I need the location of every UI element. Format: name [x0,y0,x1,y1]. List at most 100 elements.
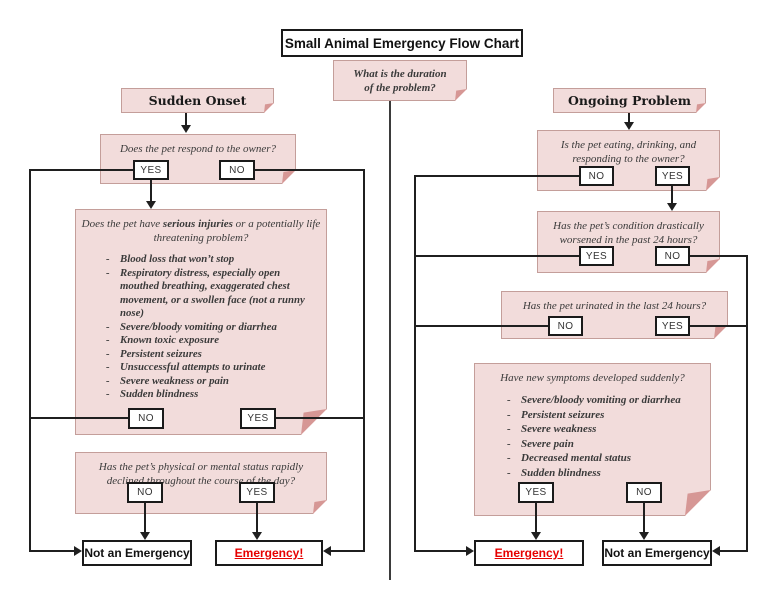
left-not-emergency-box: Not an Emergency [82,540,192,566]
list-item: -Severe weakness [507,423,597,435]
right-q2-no-box: NO [655,246,690,266]
connector [688,325,748,327]
list-item: -Sudden blindness [106,388,199,400]
list-item: -Blood loss that won’t stop [106,253,235,265]
connector [414,550,466,552]
duration-note-text: What is the duration of the problem? [353,68,447,94]
page-title: Small Animal Emergency Flow Chart [281,29,523,57]
arrowhead [531,532,541,540]
left-emergency-box: Emergency! [215,540,323,566]
right-q3-no-box: NO [548,316,583,336]
connector [185,113,187,125]
list-item: -Persistent seizures [106,347,202,360]
folded-corner [282,170,296,184]
right-symptoms-list: -Severe/bloody vomiting or diarrhea -Per… [475,393,710,480]
connector [330,550,365,552]
left-q1-text: Does the pet respond to the owner? [119,143,276,155]
list-item: -Persistent seizures [507,408,605,421]
connector-left-rail [414,175,416,552]
list-item: -Respiratory distress, especially open m… [106,266,305,320]
left-q1-no-box: NO [219,160,255,180]
folded-corner [685,490,711,516]
connector [643,503,645,532]
right-symptoms-title: Have new symptoms developed suddenly? [500,372,685,384]
right-q1-yes-box: YES [655,166,690,186]
right-q1-text: Is the pet eating, drinking, and respond… [560,139,697,165]
arrowhead [140,532,150,540]
left-q3-text: Has the pet’s physical or mental status … [98,461,304,487]
right-not-emergency-box: Not an Emergency [602,540,712,566]
folded-corner [706,259,720,273]
connector [688,255,748,257]
left-q3-no-box: NO [127,482,163,503]
right-q1-box: Is the pet eating, drinking, and respond… [537,130,720,191]
arrowhead [667,203,677,211]
column-divider [389,101,391,580]
ongoing-problem-header: Ongoing Problem [553,88,706,113]
arrowhead [466,546,474,556]
list-item: -Severe/bloody vomiting or diarrhea [507,394,681,406]
connector [414,325,550,327]
connector [414,175,580,177]
left-injuries-box: Does the pet have serious injuries or a … [75,209,327,435]
right-symptoms-no-box: NO [626,482,662,503]
right-emergency-box: Emergency! [474,540,584,566]
right-q3-text: Has the pet urinated in the last 24 hour… [522,300,707,312]
left-injuries-yes-box: YES [240,408,276,429]
arrowhead [712,546,720,556]
connector [535,503,537,532]
list-item: -Sudden blindness [507,466,601,479]
left-injuries-list: -Blood loss that won’t stop -Respiratory… [76,253,326,402]
right-symptoms-box: Have new symptoms developed suddenly? -S… [474,363,711,516]
right-q2-box: Has the pet’s condition drastically wors… [537,211,720,273]
right-q3-yes-box: YES [655,316,690,336]
left-injuries-no-box: NO [128,408,164,429]
connector-left-rail [29,169,31,552]
connector [144,503,146,532]
left-q3-yes-box: YES [239,482,275,503]
folded-corner [264,103,274,113]
arrowhead [323,546,331,556]
right-q2-yes-box: YES [579,246,614,266]
arrowhead [181,125,191,133]
folded-corner [706,177,720,191]
list-item: -Severe pain [507,437,574,450]
folded-corner [696,103,706,113]
folded-corner [455,89,467,101]
arrowhead [624,122,634,130]
arrowhead [146,201,156,209]
connector [29,550,76,552]
connector [414,255,580,257]
connector [628,113,630,122]
list-item: -Decreased mental status [507,452,631,464]
sudden-onset-header: Sudden Onset [121,88,274,113]
connector [256,503,258,532]
arrowhead [639,532,649,540]
connector [719,550,748,552]
folded-corner [714,325,728,339]
left-q3-box: Has the pet’s physical or mental status … [75,452,327,514]
list-item: -Severe weakness or pain [106,374,229,387]
left-q1-box: Does the pet respond to the owner? [100,134,296,184]
connector [29,417,130,419]
duration-note: What is the duration of the problem? [333,60,467,101]
connector-right-rail [363,169,365,552]
connector [150,180,152,201]
connector [671,186,673,203]
left-q1-yes-box: YES [133,160,169,180]
right-q3-box: Has the pet urinated in the last 24 hour… [501,291,728,339]
connector [274,417,365,419]
connector-right-rail [746,255,748,552]
left-injuries-title: Does the pet have serious injuries or a … [81,218,321,244]
list-item: -Severe/bloody vomiting or diarrhea [106,320,277,333]
right-q2-text: Has the pet’s condition drastically wors… [553,220,704,246]
connector [253,169,365,171]
arrowhead [252,532,262,540]
list-item: -Unsuccessful attempts to urinate [106,361,266,373]
connector [29,169,135,171]
right-q1-no-box: NO [579,166,614,186]
folded-corner [301,409,327,435]
folded-corner [313,500,327,514]
right-symptoms-yes-box: YES [518,482,554,503]
